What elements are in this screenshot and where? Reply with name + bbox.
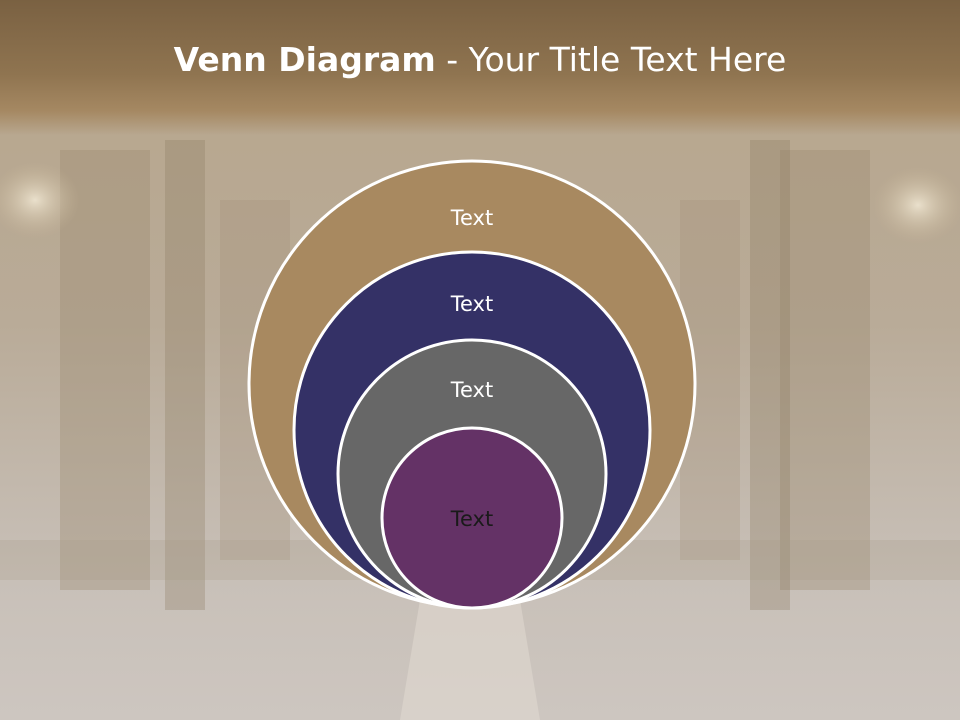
venn-circle-inner [380, 426, 564, 610]
venn-label-third: Text [450, 378, 493, 402]
slide-title: Venn Diagram - Your Title Text Here [0, 40, 960, 79]
header-band [0, 0, 960, 135]
venn-label-outer: Text [450, 206, 493, 230]
title-bold: Venn Diagram [173, 40, 436, 79]
venn-label-second: Text [450, 292, 493, 316]
venn-label-inner: Text [450, 507, 493, 531]
title-rest: Your Title Text Here [468, 40, 787, 79]
title-separator: - [435, 40, 469, 79]
